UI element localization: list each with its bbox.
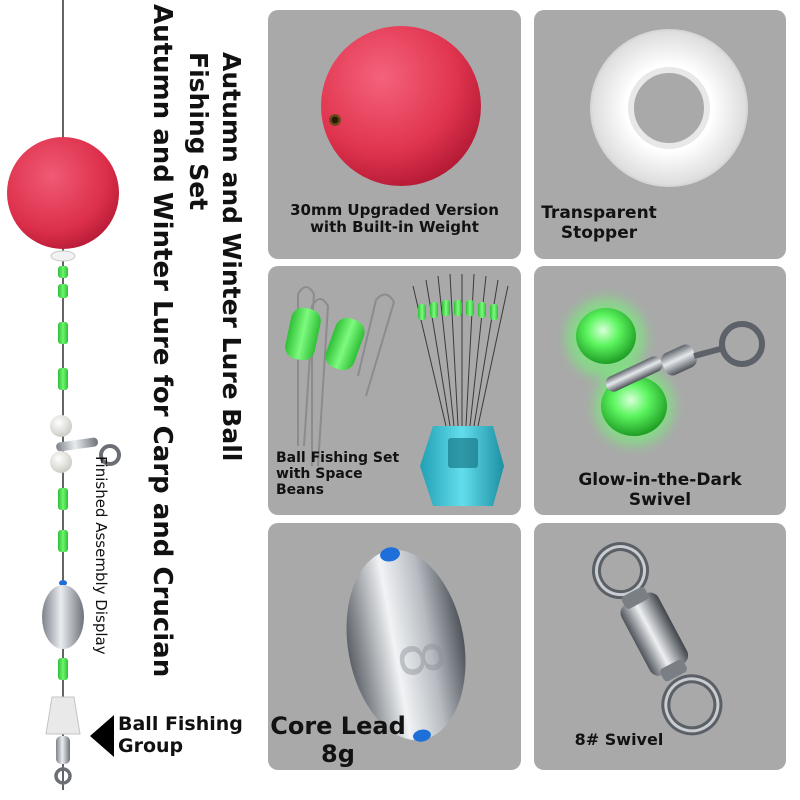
card-transparent-stopper: Transparent Stopper [534,10,786,259]
end-swivel [56,736,70,764]
core-lead-label-line-2: 8g [321,739,355,768]
card-space-beans: Ball Fishing Set with Space Beans [268,266,521,515]
card-core-lead: 8 Core Lead 8g [268,523,521,770]
red-ball-image [321,26,481,186]
card-red-ball: 30mm Upgraded Version with Built-in Weig… [268,10,521,259]
assembly-display-illustration [7,0,121,790]
group-label-line-1: Ball Fishing [118,713,243,735]
red-ball [7,137,119,249]
end-swivel-eye [54,767,72,785]
pearl-bead [50,451,72,473]
stopper-label-line-2: Stopper [560,222,638,243]
mini-swivel [56,437,98,452]
heading-line-1: Autumn and Winter Lure Ball [217,52,246,462]
assembly-caption: Finished Assembly Display [92,456,110,655]
core-lead-image: 8 [346,547,466,742]
stopper-label-line-1: Transparent [541,203,657,223]
space-bean [58,488,68,510]
swivel-eye [99,444,121,466]
glow-swivel-label-line-1: Glow-in-the-Dark [578,470,742,490]
stopper-ring [50,250,76,262]
stopper-image [590,29,748,187]
glow-swivel-label-line-2: Swivel [628,489,692,510]
glow-swivel-image [566,298,765,446]
space-bean [58,368,68,390]
swivel-image [592,542,723,736]
core-lead-weight [42,585,84,649]
swivel-label-line-1: 8# Swivel [574,730,664,749]
space-beans-label: Ball Fishing Set with Space Beans [276,450,426,498]
sinker-sleeve [45,696,81,735]
space-bean [58,266,68,278]
space-beans-image [285,273,509,506]
pearl-bead [50,415,72,437]
blue-bead [59,580,67,586]
core-lead-label-line-1: Core Lead [270,712,406,740]
group-label-line-2: Group [118,735,184,757]
card-swivel: 8# Swivel [534,523,786,770]
space-beans-label-line-2: with Space [276,466,363,483]
ball-label-line-1: 30mm Upgraded Version [290,201,499,219]
ball-fishing-group-label: Ball Fishing Group [90,712,250,762]
ball-label-line-2: with Built-in Weight [310,218,479,237]
glow-swivel-label: Glow-in-the-Dark Swivel [534,470,786,510]
swivel-label: 8# Swivel [554,730,684,749]
stopper-label: Transparent Stopper [534,203,664,243]
arrow-left-icon [90,715,114,757]
space-bean [58,284,68,298]
space-bean [58,530,68,552]
space-beans-label-line-1: Ball Fishing Set [276,450,400,466]
space-bean [58,322,68,344]
space-bean [58,658,68,680]
heading-line-2: Fishing Set [184,52,213,211]
card-glow-swivel: Glow-in-the-Dark Swivel [534,266,786,515]
space-beans-label-line-3: Beans [276,482,324,499]
core-lead-label: Core Lead 8g [268,712,408,768]
heading-line-3: Autumn and Winter Lure for Carp and Cruc… [147,4,177,678]
ball-label: 30mm Upgraded Version with Built-in Weig… [270,201,519,237]
